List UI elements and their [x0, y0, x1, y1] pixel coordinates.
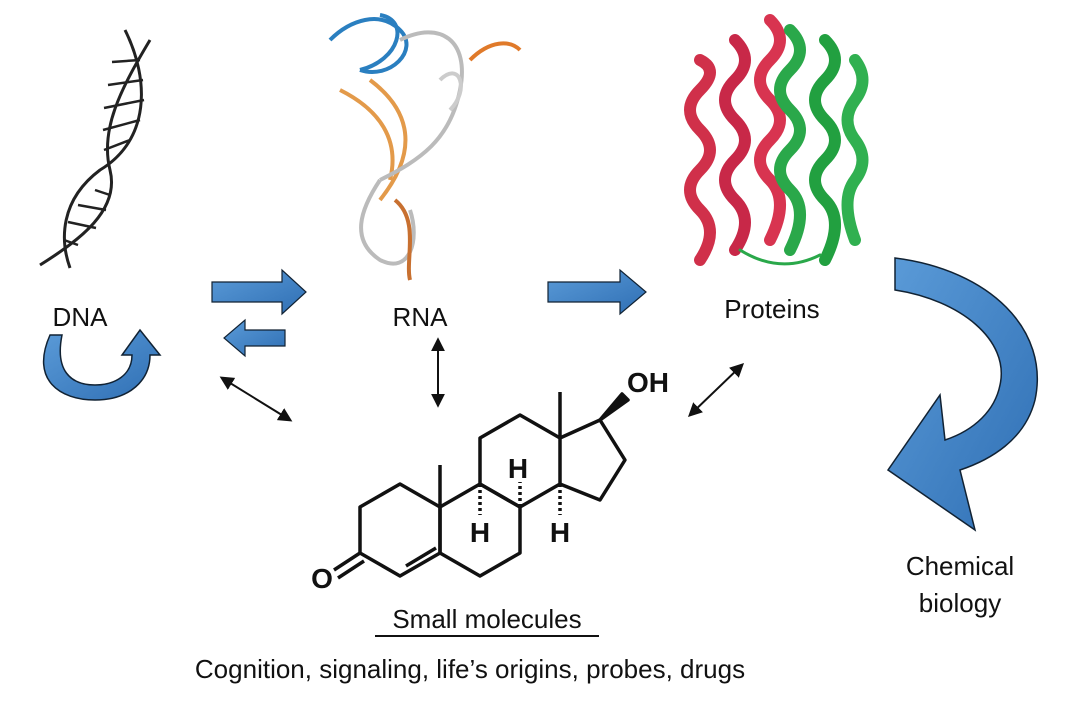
- protein-structure-image: [684, 14, 869, 266]
- h-atom-label-2: H: [470, 517, 490, 548]
- protein-small-molecule-double-arrow-icon: [687, 363, 745, 417]
- dna-small-molecule-double-arrow-icon: [219, 376, 293, 422]
- dna-to-rna-arrow-icon: [211, 268, 307, 316]
- small-molecules-label: Small molecules: [392, 604, 581, 634]
- proteins-label: Proteins: [724, 294, 819, 324]
- steroid-structure: [333, 392, 630, 580]
- rna-label: RNA: [393, 302, 449, 332]
- dna-label: DNA: [53, 302, 109, 332]
- oh-atom-label: OH: [627, 367, 669, 398]
- caption: Cognition, signaling, life’s origins, pr…: [195, 654, 745, 684]
- rna-to-protein-arrow-icon: [547, 268, 647, 316]
- chemical-label: Chemical: [906, 551, 1014, 581]
- ketone-o-atom-label: O: [311, 563, 333, 594]
- dna-helix-image: [39, 29, 152, 269]
- biology-label: biology: [919, 588, 1001, 618]
- rna-to-dna-arrow-icon: [223, 318, 286, 358]
- chemical-biology-arrow-icon: [886, 257, 1038, 532]
- dna-replication-arrow-icon: [43, 328, 162, 401]
- h-atom-label-1: H: [508, 453, 528, 484]
- h-atom-label-3: H: [550, 517, 570, 548]
- rna-structure-image: [328, 13, 522, 281]
